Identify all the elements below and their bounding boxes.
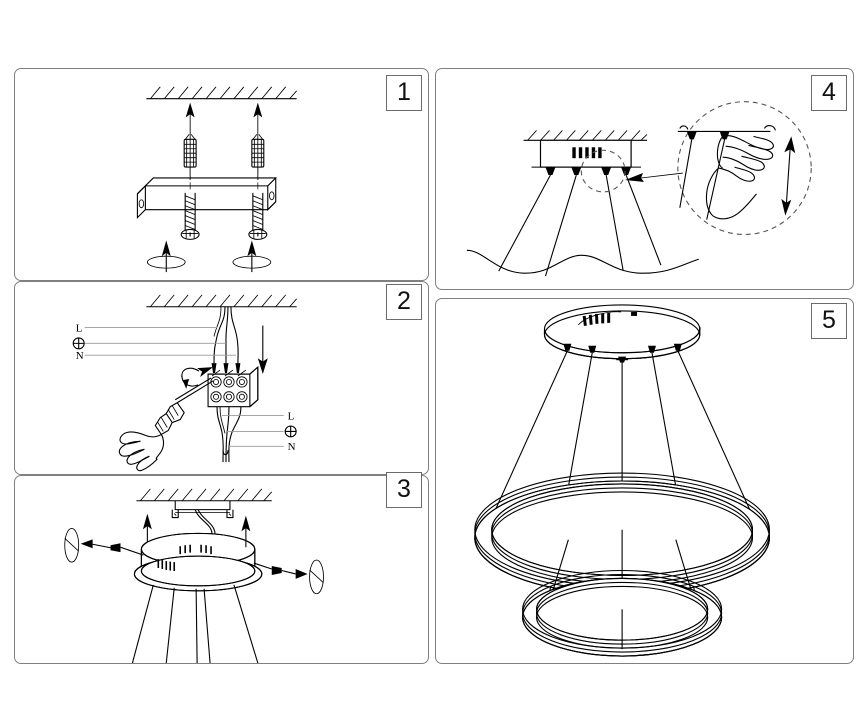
label-live-top: L [76,323,83,335]
hand [118,431,165,472]
ceiling-hatching [146,86,297,100]
step-panel-3 [14,475,429,664]
hand [705,135,774,220]
side-screw-left [64,528,144,563]
up-arrow-right [241,515,251,548]
screwdriver [154,377,214,436]
side-screw-right [253,559,324,595]
detail-circle [677,101,812,236]
break-wave-line [466,249,699,274]
label-live-bottom: L [288,411,295,423]
step-panel-2: L N [14,281,429,475]
vent-ribs [179,544,212,555]
up-arrow-right [253,102,263,118]
step-badge-4: 4 [811,75,847,111]
vent-ribs-side [157,559,176,571]
vent-ribs [578,311,638,326]
mounting-bracket [136,177,278,219]
canopy-disc [543,304,701,360]
ceiling-hatching [136,488,273,502]
label-neutral-bottom: N [288,441,296,453]
step-badge-3: 3 [386,472,422,508]
rotation-arrow-left [146,240,186,273]
double-headed-arrow [781,136,796,216]
step-panel-5 [435,298,854,664]
wall-anchor-right [251,102,265,180]
terminal-block [207,365,259,408]
up-arrow-left [185,102,195,118]
label-earth-bottom [284,425,297,438]
screw-left [180,168,200,240]
fixture-wires [216,406,242,463]
cable-grippers [545,167,632,176]
canopy-cylinder [133,532,263,592]
rotation-arrow-right [232,240,272,273]
step-panel-4 [435,68,854,290]
down-arrow [257,325,268,375]
wall-anchor-left [183,102,197,180]
canopy-side-view [531,139,642,168]
suspension-cables [131,584,259,664]
step-badge-1: 1 [386,75,422,111]
mounting-bracket [171,500,234,519]
screw-right [248,168,268,240]
wire-labels-top: L N [72,323,236,362]
cable-anchors [563,343,682,363]
up-arrow-left [142,513,152,543]
suspension-cables [498,174,662,277]
wire-labels-bottom: L N [221,411,297,453]
rotation-arrow [180,367,214,389]
step-panel-1 [14,68,429,281]
label-neutral-top: N [76,350,84,362]
detail-leader-arrow [625,172,683,182]
supply-wires [211,306,241,374]
ceiling-hatching [146,294,297,308]
step-badge-5: 5 [811,303,847,339]
step-badge-2: 2 [386,284,422,320]
ceiling-hatching [523,130,648,141]
label-earth-top [72,337,85,350]
